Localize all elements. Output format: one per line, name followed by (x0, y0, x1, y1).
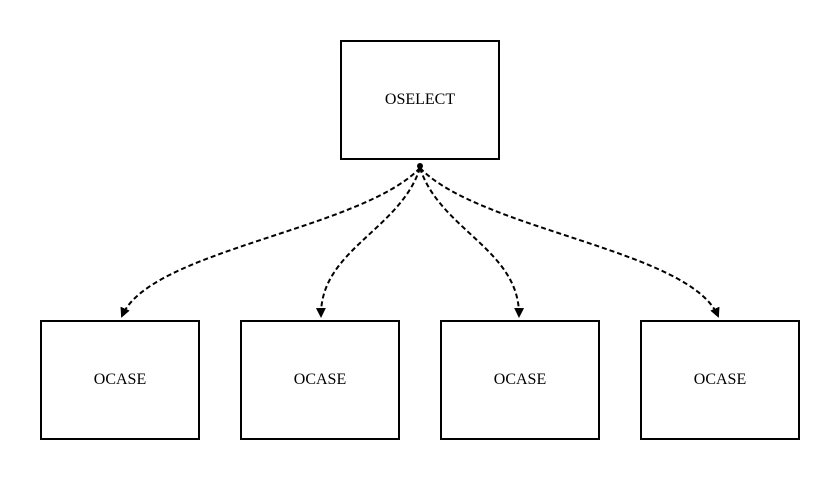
child-node-label: OCASE (293, 371, 347, 388)
child-node-ocase-4: OCASE (640, 320, 800, 440)
child-node-ocase-2: OCASE (240, 320, 400, 440)
child-node-ocase-1: OCASE (40, 320, 200, 440)
child-node-label: OCASE (93, 371, 147, 388)
edge-root-to-child-2 (315, 167, 421, 318)
edge-root-to-child-4 (419, 167, 720, 318)
child-node-label: OCASE (693, 371, 747, 388)
child-node-label: OCASE (493, 371, 547, 388)
root-node-label: OSELECT (384, 91, 456, 108)
edge-root-to-child-1 (120, 167, 421, 318)
child-node-ocase-3: OCASE (440, 320, 600, 440)
edge-root-to-child-3 (419, 167, 525, 318)
root-node-oselect: OSELECT (340, 40, 500, 160)
edge-origin-dot (417, 163, 423, 169)
